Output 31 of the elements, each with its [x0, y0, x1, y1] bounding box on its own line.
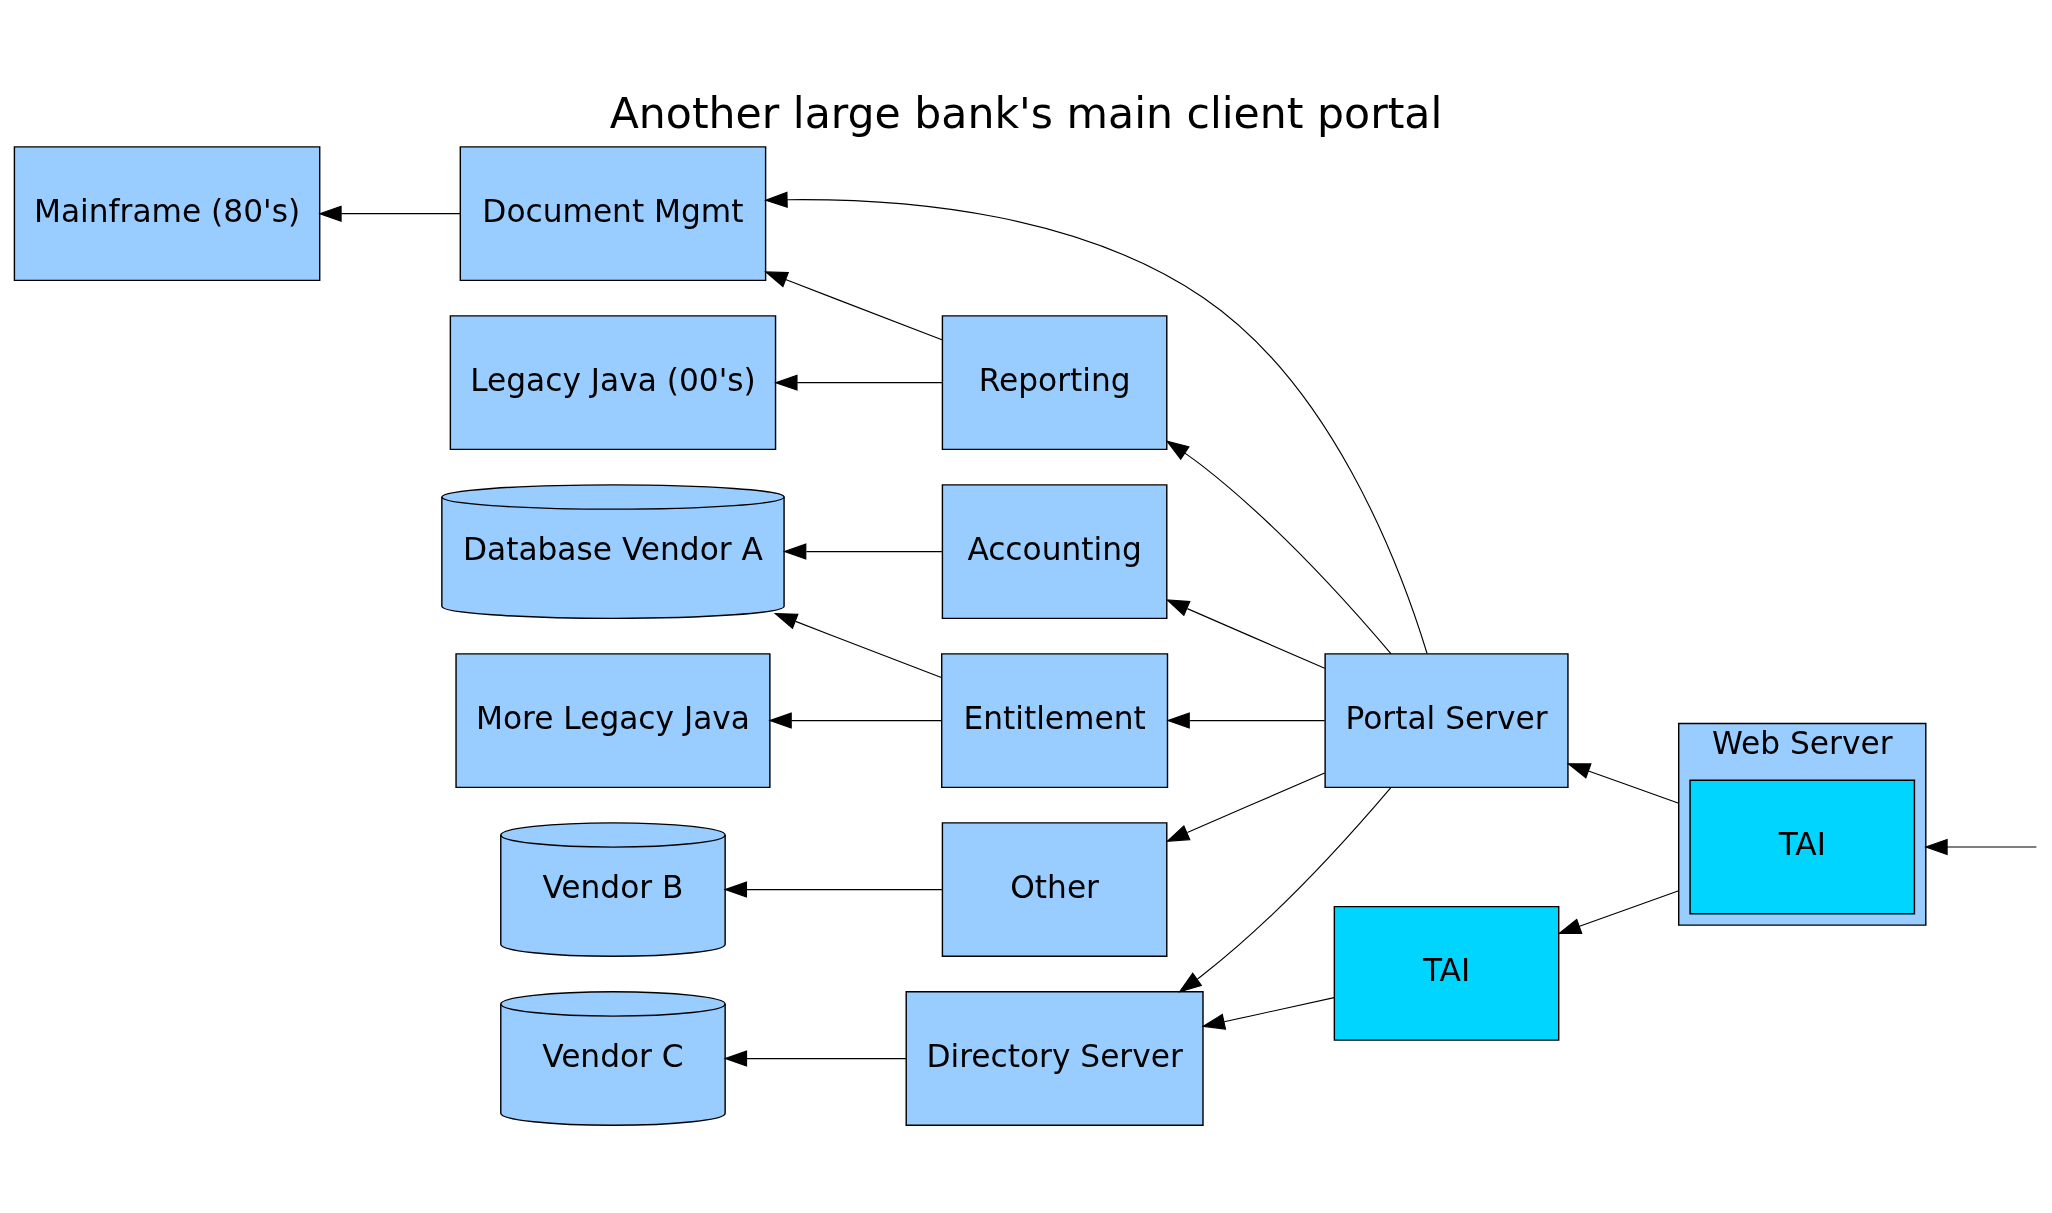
diagram-title: Another large bank's main client portal: [609, 87, 1443, 138]
node-box: Entitlement: [941, 652, 1169, 788]
node-box: TAI: [1333, 905, 1560, 1041]
node-box: TAI: [1689, 779, 1916, 914]
node-box: Directory Server: [905, 990, 1204, 1126]
arrow: [318, 204, 461, 222]
arrow: [782, 542, 943, 560]
arrow: [1165, 598, 1326, 669]
arrow: [1201, 996, 1335, 1030]
arrow: [1165, 771, 1326, 842]
arrow: [773, 612, 942, 678]
node-box: Reporting: [941, 314, 1168, 450]
node-box: Other: [941, 821, 1168, 957]
arrow: [1557, 889, 1680, 934]
arrow: [1165, 439, 1392, 654]
arrow: [1924, 838, 2037, 855]
arrow: [768, 711, 942, 729]
arrow: [1178, 786, 1392, 993]
arrow: [773, 373, 943, 391]
arrow: [1566, 762, 1680, 804]
node-box: More Legacy Java: [455, 652, 771, 788]
arrow: [764, 270, 943, 340]
node-box: Mainframe (80's): [13, 145, 321, 281]
arrow: [723, 1049, 907, 1067]
node-box: Legacy Java (00's): [449, 314, 777, 450]
node-box: Portal Server: [1324, 652, 1569, 788]
arrow: [764, 190, 1428, 654]
node-box: Document Mgmt: [459, 145, 767, 281]
arrow: [723, 880, 943, 898]
node-box: Accounting: [941, 483, 1168, 619]
arrow: [1166, 711, 1326, 729]
